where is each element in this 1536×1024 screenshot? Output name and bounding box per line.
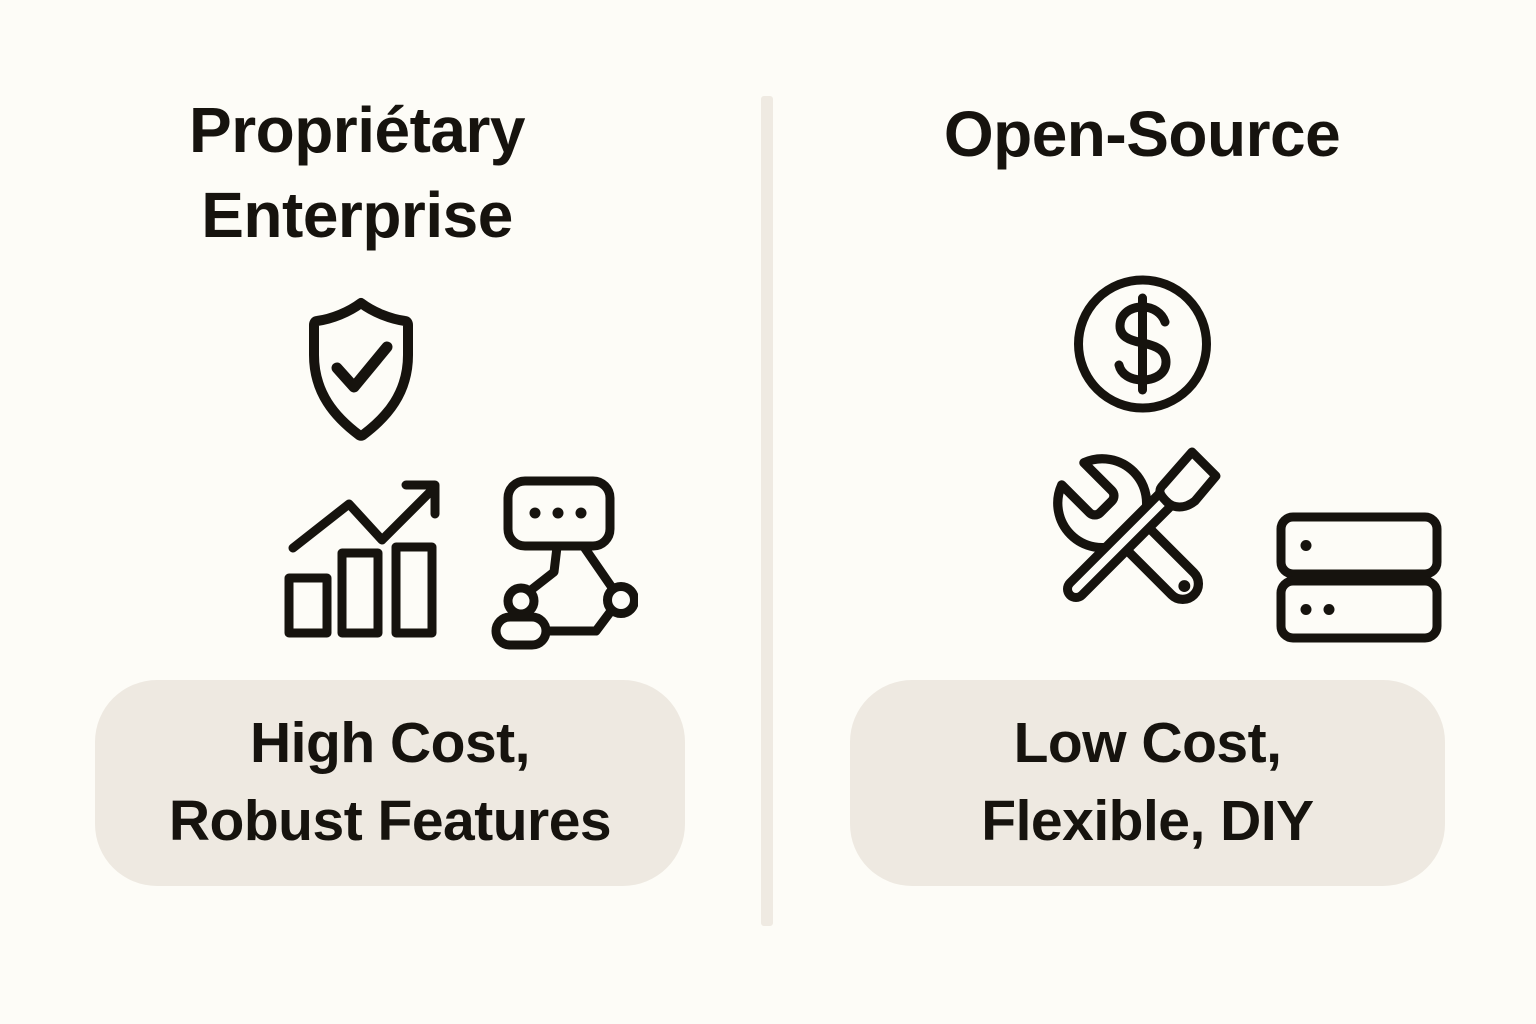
chatbot-network-icon [483,473,638,658]
server-led [1323,604,1335,615]
screwdriver-grip [1155,447,1221,512]
connector-left [526,542,562,595]
right-panel-title: Open-Source [842,92,1442,177]
center-divider [761,96,773,926]
left-label-line1: High Cost, [250,711,530,776]
connector-bottom [541,606,616,636]
dollar-circle-icon [1071,272,1214,417]
network-node [603,582,638,618]
right-label-line2: Flexible, DIY [981,789,1314,853]
right-label-card: Low Cost, Flexible, DIY [850,680,1445,886]
dollar-s-curve [1114,302,1171,385]
bubble-dot [575,507,587,519]
check-mark [331,341,393,393]
screwdriver-shaft-inner [1072,494,1171,593]
left-label-card: High Cost, Robust Features [95,680,685,886]
server-unit-top [1276,512,1442,579]
wrench [1053,454,1204,605]
person-body [491,612,551,650]
bar-chart-growth-icon [283,478,443,640]
shield-outline [309,298,413,441]
server-unit-bottom [1276,576,1442,643]
left-label-line2: Robust Features [168,789,612,853]
server-stack-icon [1276,512,1442,643]
bubble-dot [529,507,541,519]
coin-circle [1074,275,1211,413]
person-head [503,583,539,619]
right-title-line1: Open-Source [943,98,1341,170]
bubble-dot [552,507,564,519]
wrench-screwdriver-icon [1043,444,1221,622]
arrow-head [401,480,440,519]
wrench-handle-dot [1178,580,1191,592]
server-led [1300,540,1312,551]
left-panel-title: Propriétary Enterprise [57,88,657,258]
screwdriver [1063,447,1221,602]
bar-tall [391,542,437,638]
bar-small [284,573,332,638]
bar-medium [337,548,383,638]
left-title-line2: Enterprise [201,179,513,252]
connector-right [579,542,618,594]
server-led [1300,604,1312,615]
right-label-line1: Low Cost, [1013,711,1282,776]
shield-check-icon [296,296,426,446]
left-title-line1: Propriétary [189,94,525,166]
wrench-outline [1053,454,1204,605]
trend-line [288,486,436,553]
